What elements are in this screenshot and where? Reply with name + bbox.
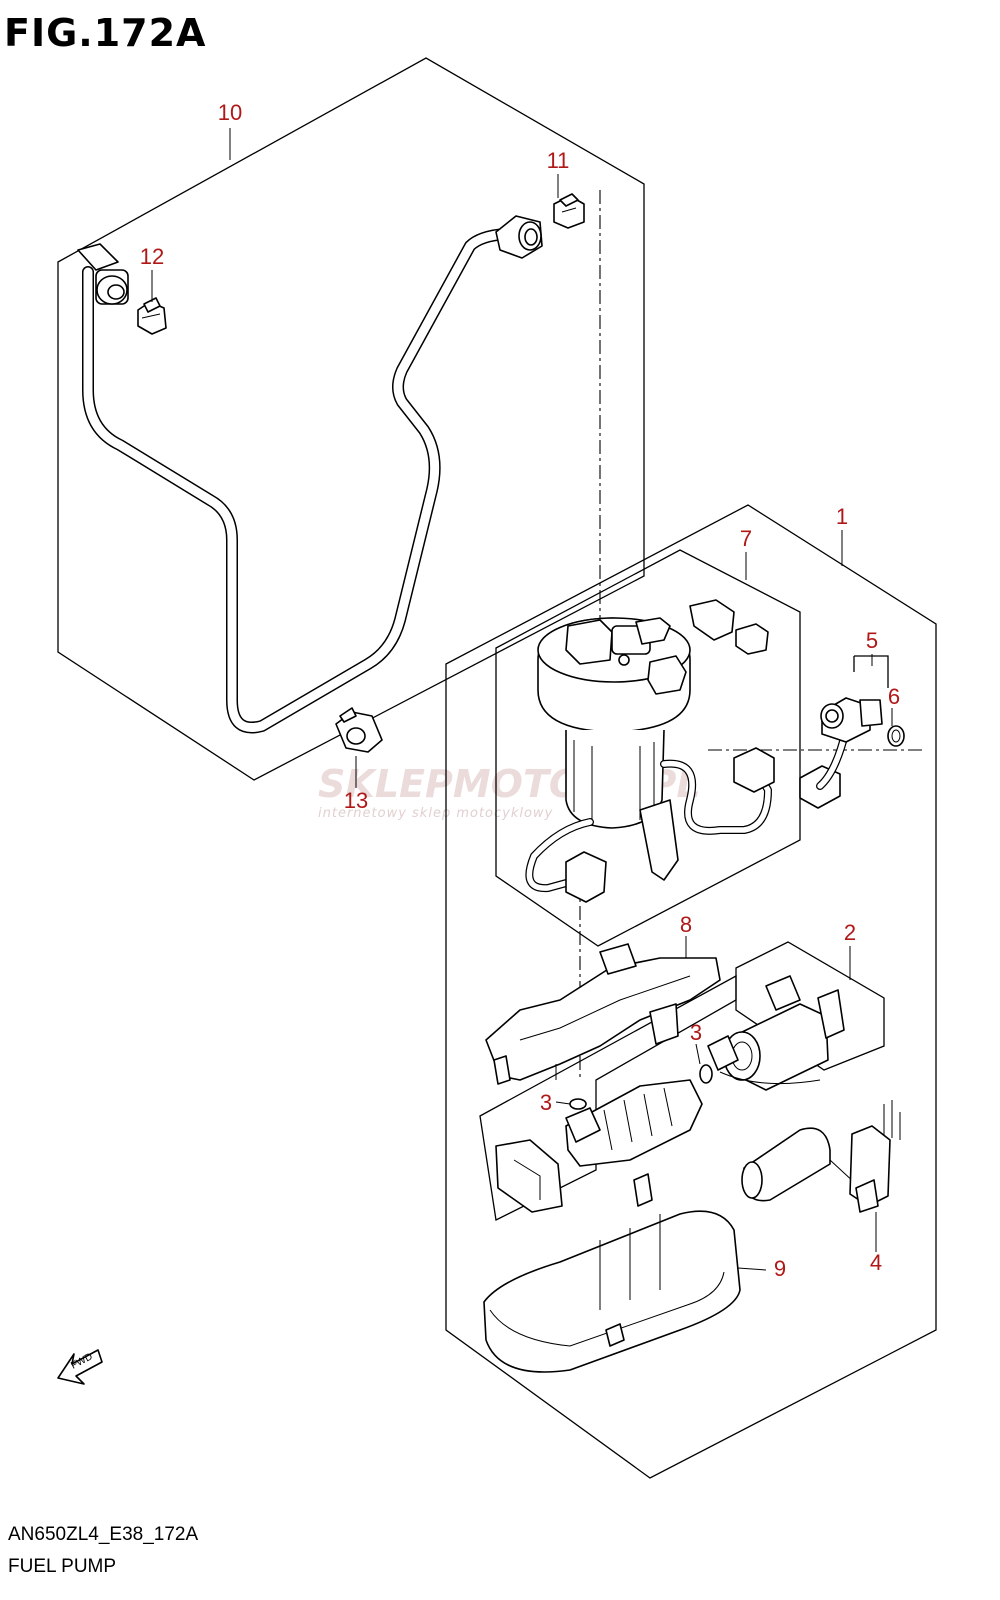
level-sender (741, 1100, 901, 1232)
fuel-pump-frame (735, 941, 885, 1071)
pressure-regulator (820, 655, 905, 747)
pump-bracket (485, 943, 721, 1085)
o-ring-6 (887, 725, 905, 747)
leader-lines (151, 128, 893, 1271)
callout-7: 7 (740, 526, 752, 551)
callout-5: 5 (866, 628, 878, 653)
pump-tray (483, 1173, 741, 1373)
filter-housing (495, 1079, 703, 1213)
fwd-arrow-icon: FWD (57, 1349, 103, 1385)
callout-4: 4 (870, 1250, 882, 1275)
callout-8: 8 (680, 912, 692, 937)
fuel-hose (77, 215, 543, 734)
diagram-code: AN650ZL4_E38_172A (8, 1524, 198, 1545)
hose-group-frame (57, 57, 645, 781)
clamp-13 (335, 707, 383, 753)
pump-module (525, 617, 850, 903)
callout-12: 12 (140, 244, 164, 269)
callout-labels: 10 11 12 13 1 7 5 6 8 2 3 3 4 9 (140, 100, 900, 1281)
callout-2: 2 (844, 920, 856, 945)
clamp-11 (553, 193, 585, 229)
pump-module-frame (495, 549, 801, 947)
callout-9: 9 (774, 1256, 786, 1281)
callout-3-upper: 3 (690, 1020, 702, 1045)
callout-13: 13 (344, 788, 368, 813)
callout-6: 6 (888, 684, 900, 709)
callout-3-lower: 3 (540, 1090, 552, 1115)
clamp-12 (137, 297, 167, 335)
callout-1: 1 (836, 504, 848, 529)
figure-title: FIG.172A (4, 11, 206, 55)
diagram-name: FUEL PUMP (8, 1556, 116, 1577)
o-ring-3-upper (699, 1064, 713, 1084)
pump-assembly-frame (445, 504, 937, 1479)
callout-10: 10 (218, 100, 242, 125)
callout-11: 11 (547, 148, 570, 173)
fuel-pump (699, 975, 845, 1091)
clip-set (689, 599, 769, 655)
o-ring-3-lower (569, 1098, 587, 1110)
watermark-tagline: internetowy sklep motocyklowy (318, 806, 553, 821)
